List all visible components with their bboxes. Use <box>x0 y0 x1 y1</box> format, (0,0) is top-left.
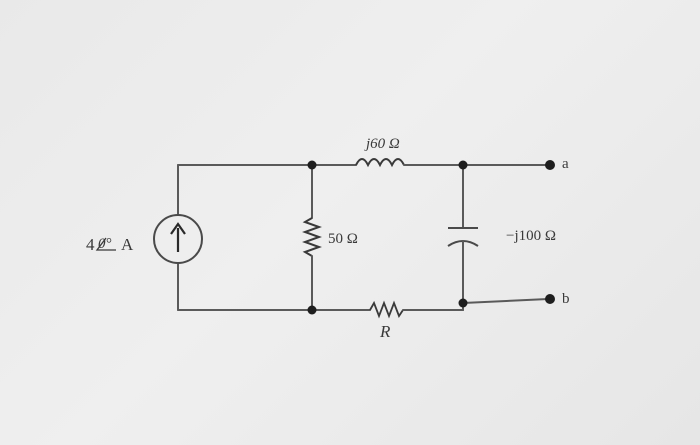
series-resistor-zigzag <box>369 300 404 319</box>
capacitor-label: −j100 Ω <box>506 228 556 244</box>
node-top-right <box>458 160 468 170</box>
terminal-b-label: b <box>562 291 570 307</box>
current-source <box>153 214 203 264</box>
source-angle: 0° <box>98 236 112 252</box>
node-bottom-right <box>458 298 468 308</box>
terminal-b-dot <box>545 294 555 304</box>
wire-to-terminal-b <box>462 298 549 304</box>
up-arrow-icon <box>170 222 186 252</box>
inductor-coil <box>355 158 405 168</box>
inductor-label: j60 Ω <box>364 136 400 152</box>
series-resistor-label: R <box>379 322 391 341</box>
shunt-resistor-label: 50 Ω <box>328 231 358 247</box>
terminal-a-label: a <box>562 156 569 172</box>
source-magnitude: 4 <box>86 235 95 254</box>
angle-symbol <box>95 237 116 251</box>
terminal-a-dot <box>545 160 555 170</box>
node-top-left <box>307 160 317 170</box>
source-unit: A <box>121 235 134 254</box>
shunt-resistor-zigzag <box>302 217 322 257</box>
node-bottom-left <box>307 305 317 315</box>
